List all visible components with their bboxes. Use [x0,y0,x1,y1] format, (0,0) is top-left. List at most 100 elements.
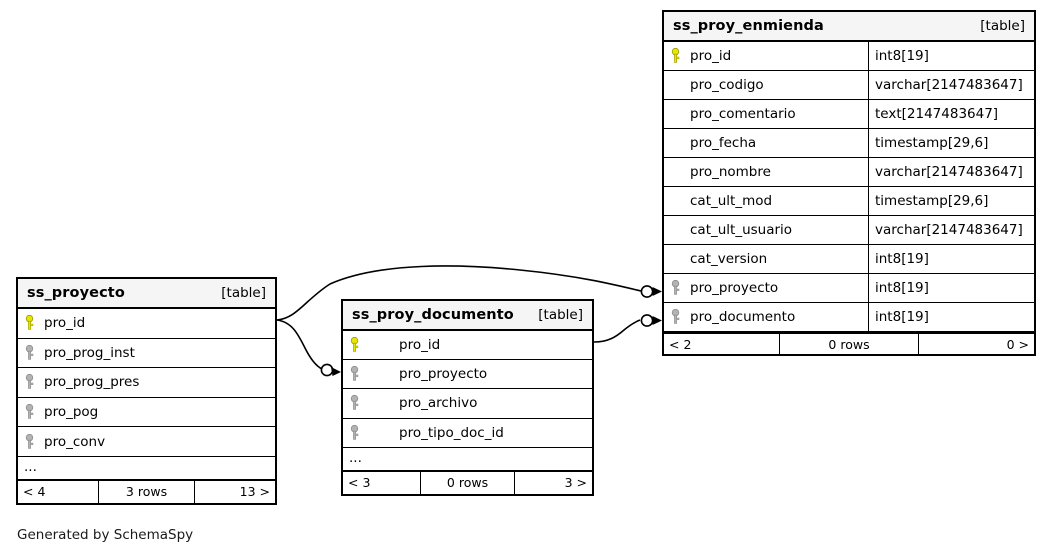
column-name-cell: pro_proyecto [664,274,868,302]
column-name: pro_conv [44,433,106,450]
column-name-cell: pro_pog [18,398,275,427]
table-header: ss_proy_documento [table] [343,301,592,331]
ellipsis-label: ... [349,450,362,466]
primary-key-icon [18,315,40,331]
table-row[interactable]: pro_conv [18,427,275,457]
column-name: pro_comentario [690,106,796,122]
footer-child-count[interactable]: 13 > [239,484,270,500]
column-name-cell: pro_documento [664,303,868,331]
relationship-proyecto-to-documento [276,319,323,370]
table-row[interactable]: pro_nombre varchar[2147483647] [664,158,1034,187]
footer-parent-count[interactable]: < 3 [348,475,371,491]
table-row[interactable]: pro_pog [18,398,275,428]
column-name-cell: pro_id [343,331,592,359]
table-ss-proy-documento[interactable]: ss_proy_documento [table] pro_id pro_pro… [341,299,594,496]
table-row[interactable]: pro_tipo_doc_id [343,419,592,448]
table-row[interactable]: pro_prog_pres [18,368,275,398]
column-name: pro_prog_inst [44,344,135,361]
column-name: pro_id [399,337,441,354]
table-row[interactable]: cat_ult_usuario varchar[2147483647] [664,216,1034,245]
table-title: ss_proyecto [27,285,125,301]
relationship-proyecto-to-enmienda [276,265,642,321]
relationship-documento-to-enmienda [593,319,641,343]
foreign-key-icon [343,424,365,441]
foreign-key-icon [664,280,686,296]
footer-parent-count[interactable]: < 2 [669,336,692,352]
column-name-cell: pro_prog_inst [18,339,275,368]
column-type: int8[19] [868,274,1034,302]
table-header: ss_proy_enmienda [table] [664,12,1034,42]
column-type: int8[19] [868,245,1034,273]
table-row[interactable]: pro_prog_inst [18,339,275,369]
column-name: pro_codigo [690,77,764,93]
column-name-cell: pro_archivo [343,389,592,417]
column-name-cell: pro_prog_pres [18,368,275,397]
column-name-cell: pro_id [664,42,868,70]
column-name-cell: pro_codigo [664,71,868,99]
column-type: int8[19] [868,303,1034,331]
footer-row-count: 0 rows [778,334,920,354]
table-row[interactable]: pro_proyecto [343,360,592,390]
column-type: varchar[2147483647] [868,71,1034,99]
column-type: timestamp[29,6] [868,187,1034,215]
column-name: pro_id [44,315,86,332]
footer-child-count[interactable]: 3 > [564,475,587,491]
table-row[interactable]: pro_proyecto int8[19] [664,274,1034,303]
table-row[interactable]: cat_ult_mod timestamp[29,6] [664,187,1034,216]
primary-key-icon [343,337,365,353]
foreign-key-icon [343,366,365,382]
column-name: pro_proyecto [399,366,488,383]
foreign-key-icon [343,395,365,411]
column-name-cell: pro_id [18,309,275,338]
table-ss-proy-enmienda[interactable]: ss_proy_enmienda [table] pro_id int8[19]… [662,10,1036,356]
foreign-key-icon [18,433,40,450]
table-row[interactable]: pro_comentario text[2147483647] [664,100,1034,129]
table-footer: < 4 3 rows 13 > [18,480,275,503]
relationship-arrowhead [652,287,662,296]
primary-key-icon [664,48,686,64]
column-name: pro_archivo [399,395,478,412]
table-kind-label: [table] [980,18,1025,34]
more-columns-indicator: ... [18,457,275,481]
column-name-cell: cat_ult_usuario [664,216,868,244]
relationship-endpoint-circle [320,363,334,377]
column-name-cell: pro_tipo_doc_id [343,419,592,447]
table-ss-proyecto[interactable]: ss_proyecto [table] pro_id pro_prog_inst [16,277,277,505]
column-name: cat_ult_usuario [690,222,793,238]
table-row[interactable]: pro_codigo varchar[2147483647] [664,71,1034,100]
column-type: varchar[2147483647] [868,216,1034,244]
column-name: pro_proyecto [690,280,779,296]
column-name: pro_prog_pres [44,374,140,391]
column-name-cell: pro_nombre [664,158,868,186]
table-row[interactable]: pro_fecha timestamp[29,6] [664,129,1034,158]
column-name-cell: pro_comentario [664,100,868,128]
column-name: pro_tipo_doc_id [399,424,504,441]
footer-parent-count[interactable]: < 4 [23,484,46,500]
column-name: pro_nombre [690,164,771,180]
column-name: pro_id [690,48,732,64]
table-footer: < 3 0 rows 3 > [343,471,592,494]
table-row[interactable]: pro_archivo [343,389,592,419]
column-name: cat_ult_mod [690,193,773,209]
column-name-cell: cat_version [664,245,868,273]
table-row[interactable]: pro_id [18,309,275,339]
relationship-arrowhead [331,367,341,376]
ellipsis-label: ... [24,459,37,476]
column-type: timestamp[29,6] [868,129,1034,157]
table-row[interactable]: pro_documento int8[19] [664,303,1034,332]
table-title: ss_proy_enmienda [673,18,824,34]
foreign-key-icon [18,404,40,420]
table-row[interactable]: pro_id [343,331,592,361]
foreign-key-icon [664,309,686,325]
foreign-key-icon [18,374,40,390]
column-name: cat_version [690,251,768,267]
column-name: pro_documento [690,309,796,325]
generated-by-caption: Generated by SchemaSpy [17,527,194,543]
table-title: ss_proy_documento [352,307,514,323]
relationship-arrowhead [652,316,662,325]
table-row[interactable]: cat_version int8[19] [664,245,1034,274]
column-name-cell: pro_fecha [664,129,868,157]
footer-child-count[interactable]: 0 > [1006,336,1029,352]
table-row[interactable]: pro_id int8[19] [664,42,1034,71]
column-name-cell: pro_conv [18,427,275,456]
